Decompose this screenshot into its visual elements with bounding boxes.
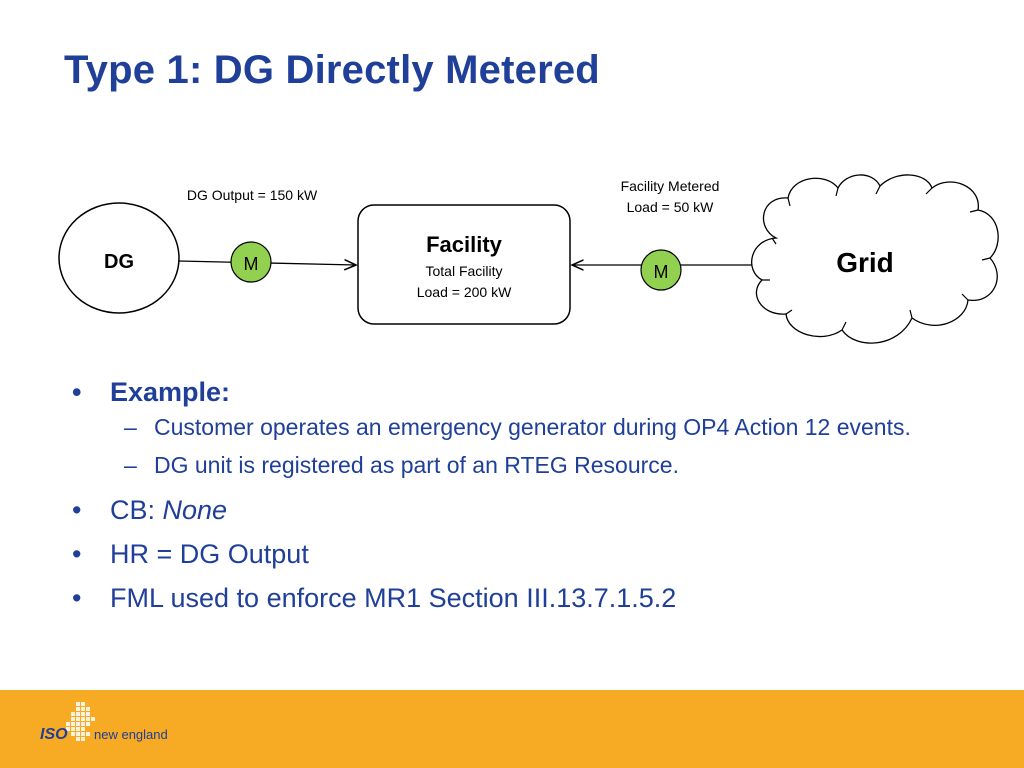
bullet-fml: • FML used to enforce MR1 Section III.13… — [70, 582, 970, 614]
bullet-list: • Example: – Customer operates an emerge… — [70, 376, 970, 626]
bullet-example: • Example: — [70, 376, 970, 408]
bullet-glyph: • — [72, 539, 82, 569]
bullet-glyph: • — [72, 495, 82, 525]
meter-left-label: M — [244, 254, 259, 274]
meter-left: M — [230, 241, 272, 283]
facility-metered-line1: Facility Metered — [621, 178, 720, 194]
dash-glyph: – — [124, 414, 137, 440]
bullet-cb: • CB: None — [70, 494, 970, 526]
meter-right-label: M — [654, 262, 669, 282]
sub-bullet-2: – DG unit is registered as part of an RT… — [70, 450, 954, 480]
grid-cloud: Grid — [751, 174, 999, 344]
facility-node: Facility Total Facility Load = 200 kW — [357, 204, 571, 325]
sub-bullet-1: – Customer operates an emergency generat… — [70, 412, 954, 442]
facility-title: Facility — [426, 232, 503, 257]
footer-bar: ISO new england — [0, 690, 1024, 768]
bullet-glyph: • — [72, 583, 82, 613]
new-england-map-icon — [66, 702, 95, 741]
facility-line2: Load = 200 kW — [417, 284, 512, 300]
facility-metered-line2: Load = 50 kW — [627, 199, 715, 215]
dg-output-label: DG Output = 150 kW — [187, 187, 318, 203]
slide-title: Type 1: DG Directly Metered — [64, 48, 600, 92]
meter-right: M — [640, 249, 682, 291]
logo-new-england: new england — [94, 727, 168, 742]
bullet-hr: • HR = DG Output — [70, 538, 970, 570]
dash-glyph: – — [124, 452, 137, 478]
grid-label: Grid — [836, 247, 894, 278]
cb-prefix: CB: — [110, 495, 163, 525]
hr-text: HR = DG Output — [110, 539, 309, 569]
fml-text: FML used to enforce MR1 Section III.13.7… — [110, 583, 677, 613]
facility-line1: Total Facility — [425, 263, 502, 279]
sub-bullet-1-text: Customer operates an emergency generator… — [154, 414, 911, 440]
cb-value: None — [162, 495, 228, 525]
metering-diagram: DG DG Output = 150 kW M Facility Total F… — [58, 174, 999, 344]
sub-bullet-2-text: DG unit is registered as part of an RTEG… — [154, 452, 679, 478]
example-label: Example: — [110, 377, 231, 407]
bullet-glyph: • — [72, 377, 82, 407]
dg-node: DG — [58, 202, 180, 314]
dg-label: DG — [104, 251, 134, 273]
logo-iso: ISO — [40, 726, 68, 743]
